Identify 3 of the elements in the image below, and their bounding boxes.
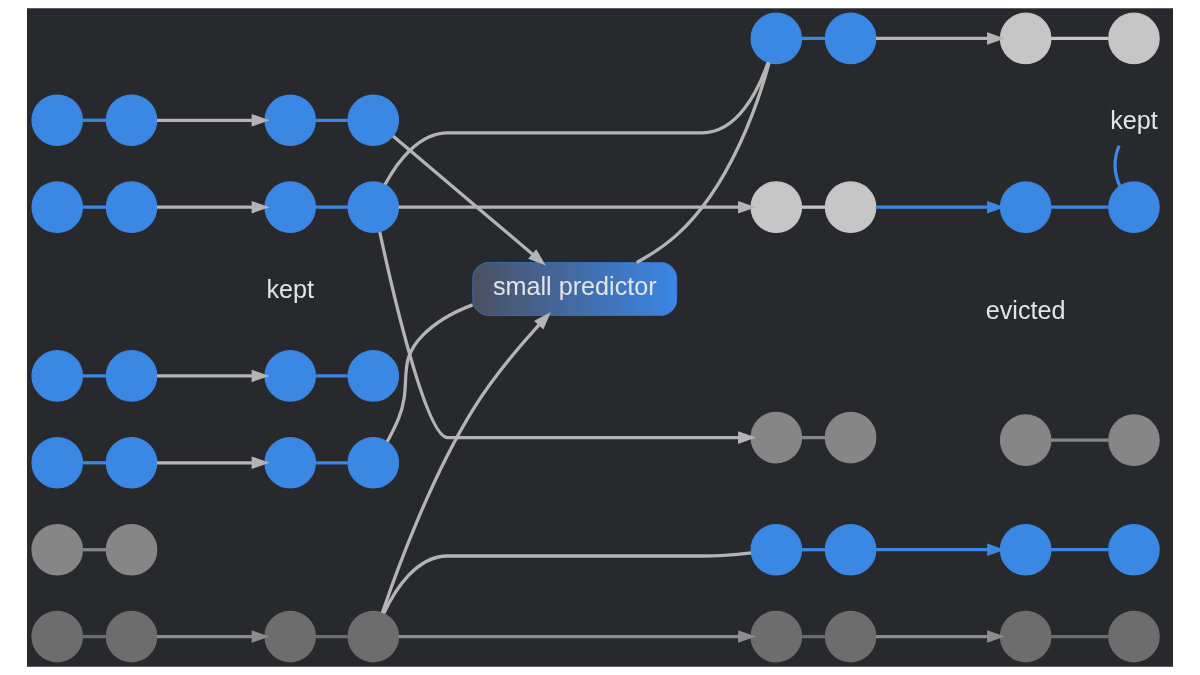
node-text: kept	[1110, 106, 1158, 135]
label: kept	[266, 274, 314, 303]
label: evicted	[985, 296, 1066, 325]
